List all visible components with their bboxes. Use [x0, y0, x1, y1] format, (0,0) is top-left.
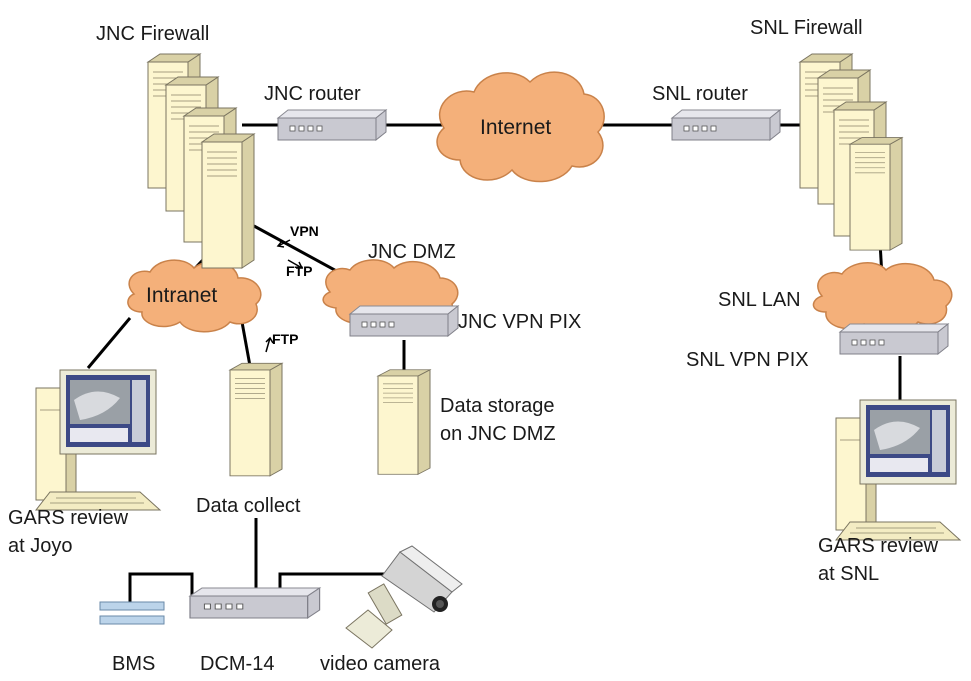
bms-device — [99, 601, 165, 625]
data-storage-label-line1: Data storage — [440, 395, 555, 417]
bms-label: BMS — [112, 653, 155, 675]
snl-lan-label: SNL LAN — [718, 289, 801, 311]
gars-snl-label-line1: GARS review — [818, 535, 939, 557]
dcm14-label: DCM-14 — [200, 653, 274, 675]
data-storage-label-line2: on JNC DMZ — [440, 423, 556, 445]
jnc-dmz-label: JNC DMZ — [368, 241, 456, 263]
gars-joyo-pc — [35, 369, 161, 511]
jnc-firewall-label: JNC Firewall — [96, 23, 209, 45]
snl-firewall-servers — [799, 53, 903, 251]
jnc-router-label: JNC router — [264, 83, 361, 105]
data-collect-label: Data collect — [196, 495, 301, 517]
jnc-firewall-servers — [147, 53, 255, 269]
gars-snl-pc — [835, 399, 961, 541]
internet-cloud — [436, 71, 605, 183]
intranet-cloud — [127, 259, 262, 333]
snl-router-device — [671, 109, 781, 141]
jnc-vpn-pix-label: JNC VPN PIX — [458, 311, 581, 333]
snl-firewall-label: SNL Firewall — [750, 17, 863, 39]
gars-joyo-label-line1: GARS review — [8, 507, 129, 529]
gars-snl-label-line2: at SNL — [818, 563, 879, 585]
ftp-label-top: FTP — [286, 263, 312, 279]
gars-joyo-label-line2: at Joyo — [8, 535, 72, 557]
video-camera-label: video camera — [320, 653, 441, 675]
jnc-router-device — [277, 109, 387, 141]
intranet-label: Intranet — [146, 284, 217, 307]
internet-label: Internet — [480, 116, 551, 139]
jnc-vpn-pix-device — [349, 305, 459, 337]
snl-vpn-pix-label: SNL VPN PIX — [686, 349, 809, 371]
video-camera-icon — [345, 545, 463, 649]
snl-vpn-pix-device — [839, 323, 949, 355]
flow-arrows — [265, 239, 304, 353]
ftp-label-bottom: FTP — [272, 331, 298, 347]
data-storage-server — [377, 369, 431, 475]
snl-router-label: SNL router — [652, 83, 748, 105]
vpn-label: VPN — [290, 223, 319, 239]
snl-lan-cloud — [812, 262, 953, 333]
data-collect-server — [229, 362, 283, 477]
dcm14-device — [189, 587, 321, 619]
